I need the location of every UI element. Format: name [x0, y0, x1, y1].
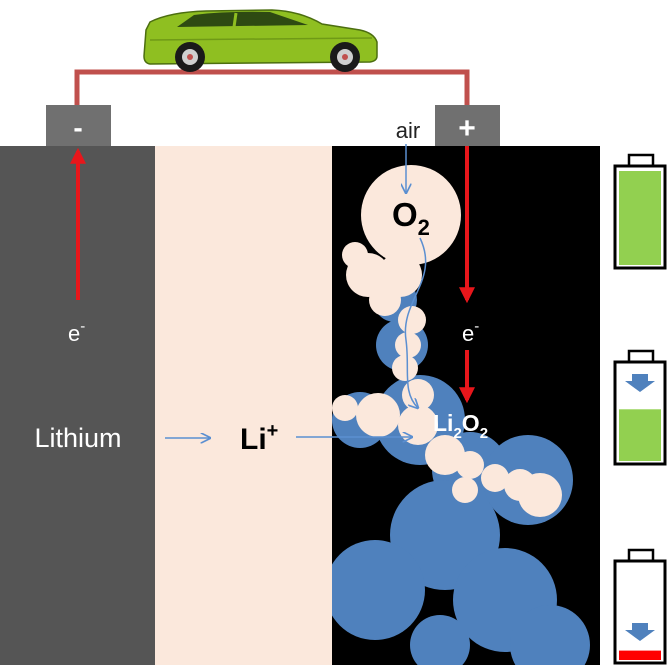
o2-label: O2: [392, 196, 430, 240]
external-circuit-wire: [74, 69, 470, 113]
negative-terminal-label: -: [73, 112, 82, 143]
discharge-arrow-icon: [625, 623, 655, 641]
battery-empty-icon: [613, 548, 667, 665]
carbon-pore-network: [332, 165, 562, 517]
lithium-label: Lithium: [34, 423, 121, 453]
oxygen-diffusion-arrow: [404, 237, 427, 408]
li2o2-label: Li2O2: [433, 410, 488, 442]
battery-full-icon: [613, 153, 667, 270]
car-icon: [143, 9, 378, 72]
negative-terminal: [46, 105, 111, 146]
anode-electron-label: e-: [68, 318, 85, 346]
positive-terminal: [435, 105, 500, 146]
air-label: air: [396, 118, 420, 143]
cathode-electron-label: e-: [462, 318, 479, 346]
battery-half-icon: [613, 349, 667, 466]
li-ion-label: Li+: [240, 420, 278, 456]
discharge-arrow-icon: [625, 374, 655, 392]
positive-terminal-label: +: [458, 112, 476, 145]
electrolyte-separator: [155, 146, 332, 665]
